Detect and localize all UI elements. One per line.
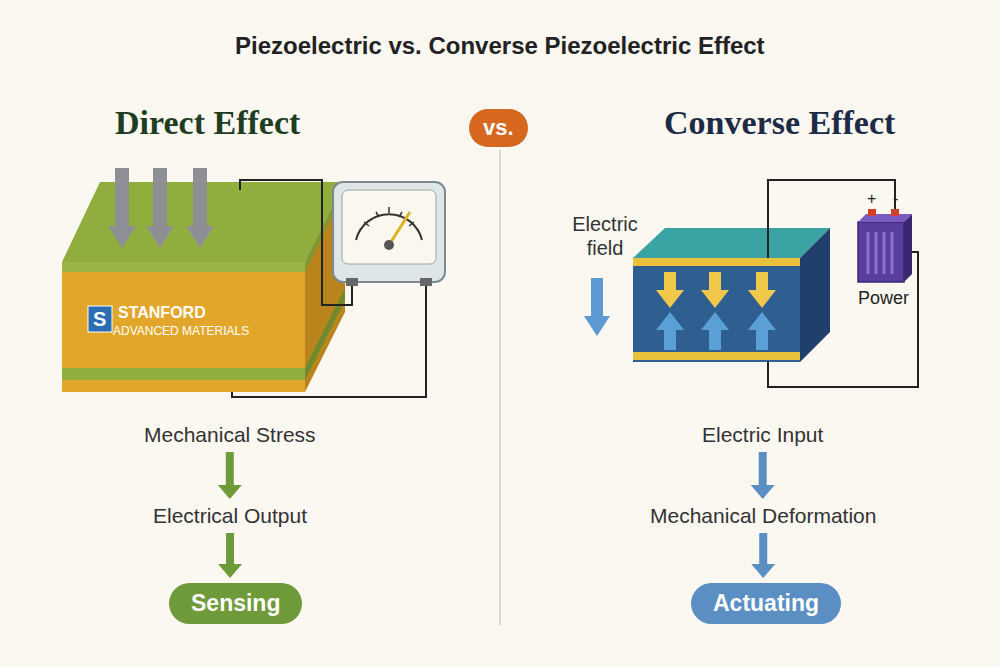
- result-pill: Actuating: [691, 583, 841, 624]
- shape: [591, 278, 603, 316]
- shape: [633, 228, 830, 258]
- field-arrow: [584, 278, 610, 336]
- shape: [748, 312, 776, 330]
- field-label: Electric field: [560, 212, 650, 260]
- arrow-shaft: [759, 452, 767, 487]
- node-text: Electrical Output: [153, 504, 307, 528]
- arrowhead: [218, 564, 242, 578]
- shape: [62, 368, 305, 380]
- shape: [656, 272, 776, 308]
- terminal-sign: -: [893, 190, 898, 208]
- stress-arrows: [108, 168, 214, 248]
- flow-step: Electric Input: [702, 423, 823, 447]
- node-text: Electric Input: [702, 423, 823, 447]
- title: Piezoelectric vs. Converse Piezoelectric…: [235, 32, 765, 60]
- logo-letter: S: [93, 308, 106, 331]
- shape: [868, 232, 892, 274]
- logo-square: [88, 306, 112, 332]
- flow-step: Electrical Output: [153, 504, 307, 528]
- shape: [232, 282, 426, 397]
- shape: [633, 258, 800, 362]
- flow-arrow: [751, 452, 775, 499]
- shape: [664, 272, 676, 290]
- arrow-shaft: [759, 533, 767, 566]
- arrowhead: [218, 485, 242, 499]
- crystal-block: [633, 228, 830, 362]
- terminal-sign: +: [867, 190, 876, 208]
- node-text: Mechanical Deformation: [650, 504, 876, 528]
- section-heading: Converse Effect: [664, 104, 895, 142]
- shape: [333, 182, 445, 282]
- shape: [756, 330, 768, 350]
- node-text: Actuating: [713, 590, 819, 617]
- section-heading: Direct Effect: [115, 104, 300, 142]
- shape: [305, 288, 345, 380]
- gauge: [333, 182, 445, 286]
- shape: [756, 272, 768, 290]
- battery-label: Power: [858, 288, 909, 309]
- shape: [62, 262, 305, 272]
- shape: [868, 209, 876, 216]
- shape: [346, 278, 358, 286]
- arrowhead: [751, 564, 775, 578]
- arrow-shaft: [226, 452, 234, 487]
- shape: [701, 312, 729, 330]
- shape: [858, 222, 904, 282]
- shape: [153, 168, 167, 226]
- shape: [656, 312, 776, 350]
- shape: [656, 312, 684, 330]
- shape: [356, 214, 422, 240]
- node-text: Mechanical Stress: [144, 423, 316, 447]
- shape: [633, 258, 800, 266]
- shape: [108, 226, 136, 248]
- shape: [656, 290, 684, 308]
- arrowhead: [751, 485, 775, 499]
- shape: [186, 226, 214, 248]
- shape: [748, 290, 776, 308]
- shape: [664, 330, 676, 350]
- shape: [709, 330, 721, 350]
- result-pill: Sensing: [169, 583, 302, 624]
- shape: [800, 228, 830, 362]
- shape: [384, 240, 394, 250]
- shape: [115, 168, 129, 226]
- logo-text: ADVANCED MATERIALS: [113, 324, 249, 338]
- field-arrows: [656, 272, 776, 350]
- shape: [584, 316, 610, 336]
- flow-arrow: [218, 533, 242, 578]
- arrow-shaft: [226, 533, 234, 566]
- shape: [701, 290, 729, 308]
- logo-text: STANFORD: [118, 304, 206, 322]
- wires: [768, 180, 918, 387]
- flow-arrow: [751, 533, 775, 578]
- vs-badge: vs.: [469, 109, 528, 147]
- shape: [904, 214, 912, 282]
- flow-step: Mechanical Stress: [144, 423, 316, 447]
- shape: [633, 352, 800, 360]
- shape: [389, 212, 410, 245]
- shape: [193, 168, 207, 226]
- shape: [342, 190, 436, 264]
- node-text: Sensing: [191, 590, 280, 617]
- battery: [858, 209, 912, 282]
- shape: [891, 209, 899, 216]
- node-text: vs.: [483, 115, 514, 141]
- flow-arrow: [218, 452, 242, 499]
- divider: [499, 150, 501, 625]
- shape: [709, 272, 721, 290]
- shape: [858, 214, 912, 222]
- shape: [420, 278, 432, 286]
- shape: [62, 262, 305, 392]
- shape: [146, 226, 174, 248]
- flow-step: Mechanical Deformation: [650, 504, 876, 528]
